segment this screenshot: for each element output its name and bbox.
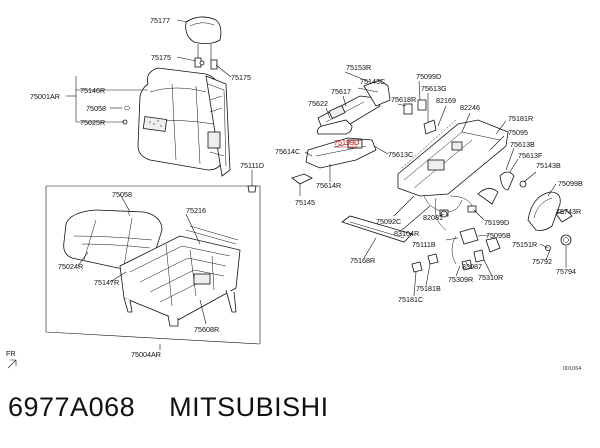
fr-arrow-icon [7,359,17,369]
label-75099D: 75099D [416,72,441,81]
headrest-guides [194,57,218,70]
label-75058-lower: 75058 [112,190,132,199]
upper-track [397,119,509,197]
label-75614C: 75614C [275,147,300,156]
diagram-code: 001064 [563,366,581,372]
recliner-knob [560,234,572,246]
label-75143C: 75143C [360,77,385,86]
label-75146R: 75146R [80,86,105,95]
label-82169: 82169 [436,96,456,105]
seat-back-frame [205,75,231,177]
fr-label: FR [6,349,16,358]
seat-back-clips [122,105,131,125]
leader-lines [66,19,567,350]
label-75617: 75617 [331,87,351,96]
seat-cushion-frame [119,225,241,327]
seat-back [137,67,223,171]
label-75099B: 75099B [558,179,583,188]
label-75024R: 75024R [58,262,83,271]
bolts [199,60,551,251]
headrest [185,16,222,60]
label-75168R: 75168R [350,256,375,265]
label-75614R: 75614R [316,181,341,190]
label-75618R: 75618R [391,95,416,104]
label-75001AR: 75001AR [30,92,60,101]
label-75743R: 75743R [556,207,581,216]
label-75199D-highlight: 75199D [334,138,359,147]
label-75613F: 75613F [518,151,543,160]
label-75025R: 75025R [80,118,105,127]
label-75622: 75622 [308,99,328,108]
label-75181B: 75181B [416,284,441,293]
label-75095: 75095 [508,128,528,137]
label-75613C: 75613C [388,150,413,159]
label-75181C: 75181C [398,295,423,304]
label-75004AR: 75004AR [131,350,161,359]
label-75145: 75145 [295,198,315,207]
label-75143B: 75143B [536,161,561,170]
footer: 6977A068 MITSUBISHI [8,392,598,442]
label-83104R: 83104R [394,229,419,238]
small-parts [403,99,527,205]
adjuster-links [317,79,391,135]
label-75095B: 75095B [486,231,511,240]
label-75151R: 75151R [512,240,537,249]
label-75199D: 75199D [484,218,509,227]
label-75613G: 75613G [421,84,447,93]
cushion-box [45,185,261,345]
lower-parts [440,210,501,271]
label-75177: 75177 [150,16,170,25]
label-75309R: 75309R [448,275,473,284]
label-75608R: 75608R [194,325,219,334]
label-75092C: 75092C [376,217,401,226]
label-75147R: 75147R [94,278,119,287]
label-75794: 75794 [556,267,576,276]
label-75175-right: 75175 [231,73,251,82]
label-75175-left: 75175 [151,53,171,62]
label-75111D: 75111D [240,161,264,170]
front-rail [341,215,413,243]
clips-75181 [411,253,439,273]
label-75058-upper: 75058 [86,104,106,113]
recliner-cover [527,191,573,231]
brand-name: MITSUBISHI [169,392,329,422]
tab-75145 [291,173,313,185]
label-83087: 83087 [462,262,482,271]
seat-side-shield [305,137,377,169]
label-75216: 75216 [186,206,206,215]
label-75153R: 75153R [346,63,371,72]
part-labels: 75177 75175 75175 75001AR 75146R 75058 7… [6,16,583,372]
label-82081: 82081 [423,213,443,222]
seat-parts-diagram: 75177 75175 75175 75001AR 75146R 75058 7… [6,16,583,372]
label-75181R: 75181R [508,114,533,123]
label-75310R: 75310R [478,273,503,282]
label-75792: 75792 [532,257,552,266]
label-75111B: 75111B [412,240,436,249]
label-75613B: 75613B [510,140,535,149]
label-82246: 82246 [460,103,480,112]
part-number: 6977A068 [8,392,136,422]
